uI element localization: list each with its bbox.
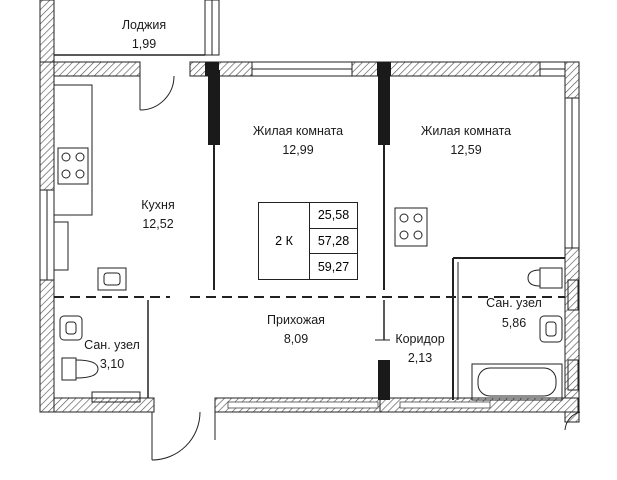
interior-walls [54,70,565,400]
kitchen-fixtures [53,84,127,291]
corridor-name: Коридор [395,332,445,346]
bath2-fixtures [471,267,579,401]
kitchen-area: 12,52 [142,217,174,231]
corridor-area: 2,13 [407,351,433,365]
exterior-wall-right [564,61,580,423]
loggia-walls [39,0,220,63]
bath1-area: 3,10 [99,357,125,371]
total-area-value: 57,28 [310,229,357,255]
living-area-value: 25,58 [310,203,357,229]
bath2-name: Сан. узел [486,296,542,310]
exterior-wall-bottom [53,397,579,413]
exterior-wall-left [39,61,55,413]
living2-name: Жилая комната [420,124,512,138]
doors [139,75,581,461]
apartment-type: 2 К [259,203,310,279]
bath1-fixtures [59,315,141,403]
loggia-name: Лоджия [121,18,167,32]
living1-area: 12,99 [282,143,314,157]
area-summary-table: 2 К 25,58 57,28 59,27 [258,202,358,280]
hallway-area: 8,09 [283,332,309,346]
living2-area: 12,59 [450,143,482,157]
living1-name: Жилая комната [252,124,344,138]
exterior-wall-top [39,61,579,77]
loggia-area: 1,99 [131,37,157,51]
total-with-loggia-value: 59,27 [317,259,350,274]
kitchen-name: Кухня [141,198,175,212]
bath2-area: 5,86 [501,316,527,330]
hallway-name: Прихожая [267,313,325,327]
bath1-name: Сан. узел [84,338,140,352]
cooktop-icon [394,207,428,247]
